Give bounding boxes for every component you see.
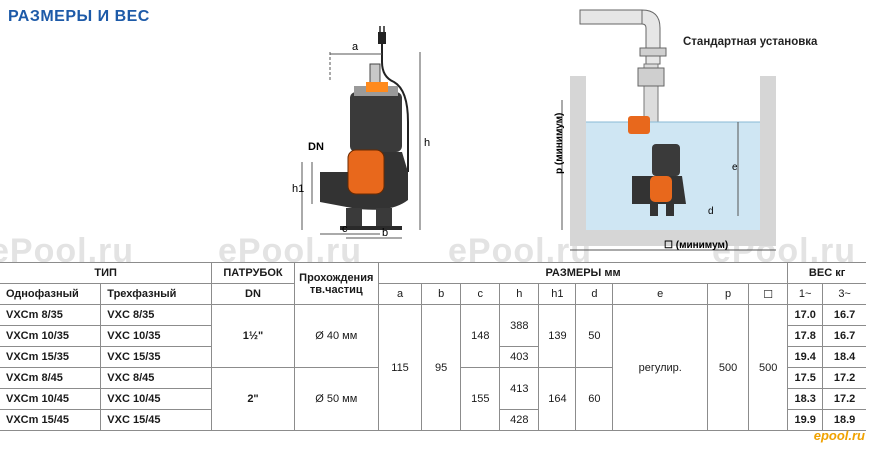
header-weight-3ph: 3~ xyxy=(822,283,866,305)
dim-a-label: a xyxy=(352,41,359,53)
header-weight-1ph: 1~ xyxy=(787,283,824,305)
dim-c-label: c xyxy=(342,223,348,235)
dim-square-label: ☐ (минимум) xyxy=(664,240,728,251)
header-outlet: ПАТРУБОК xyxy=(211,262,295,284)
row-dn: 2" xyxy=(211,367,295,431)
row-h1: 139 xyxy=(538,304,577,368)
row-h: 388 xyxy=(499,304,540,347)
row-weight-1ph: 19.4 xyxy=(787,346,824,368)
row-d: 50 xyxy=(575,304,614,368)
row-single-phase: VXCm 10/35 xyxy=(0,325,102,347)
row-h: 413 xyxy=(499,367,540,410)
spec-table: ТИП ПАТРУБОК Прохождения тв.частиц РАЗМЕ… xyxy=(0,262,866,431)
dim-b-label: b xyxy=(382,227,388,239)
row-weight-3ph: 18.9 xyxy=(822,409,866,431)
header-dimensions: РАЗМЕРЫ мм xyxy=(377,262,789,284)
row-single-phase: VXCm 8/35 xyxy=(0,304,102,326)
header-p: p xyxy=(707,283,750,305)
row-solids-passage: Ø 50 мм xyxy=(293,367,379,431)
header-h: h xyxy=(499,283,540,305)
row-c: 148 xyxy=(460,304,501,368)
row-h: 428 xyxy=(499,409,540,431)
header-e: e xyxy=(612,283,709,305)
header-square: ☐ xyxy=(748,283,789,305)
header-b: b xyxy=(421,283,462,305)
installation-label: Стандартная установка xyxy=(683,36,818,48)
row-single-phase: VXCm 8/45 xyxy=(0,367,102,389)
header-d: d xyxy=(575,283,614,305)
row-weight-1ph: 17.8 xyxy=(787,325,824,347)
row-single-phase: VXCm 15/45 xyxy=(0,409,102,431)
row-three-phase: VXC 8/35 xyxy=(100,304,213,326)
row-square: 500 xyxy=(748,304,789,431)
row-d: 60 xyxy=(575,367,614,431)
row-three-phase: VXC 8/45 xyxy=(100,367,213,389)
header-weight: ВЕС кг xyxy=(787,262,866,284)
row-weight-1ph: 19.9 xyxy=(787,409,824,431)
dim-dn-label: DN xyxy=(308,141,324,153)
row-single-phase: VXCm 10/45 xyxy=(0,388,102,410)
row-weight-3ph: 16.7 xyxy=(822,304,866,326)
row-weight-1ph: 18.3 xyxy=(787,388,824,410)
header-type: ТИП xyxy=(0,262,213,284)
header-dn: DN xyxy=(211,283,295,305)
row-weight-3ph: 17.2 xyxy=(822,388,866,410)
row-single-phase: VXCm 15/35 xyxy=(0,346,102,368)
row-weight-3ph: 18.4 xyxy=(822,346,866,368)
row-three-phase: VXC 15/35 xyxy=(100,346,213,368)
installation-drawing: p (минимум) e d ☐ (минимум) xyxy=(554,9,776,251)
row-c: 155 xyxy=(460,367,501,431)
row-three-phase: VXC 10/45 xyxy=(100,388,213,410)
dim-h1-label: h1 xyxy=(292,183,304,195)
header-a: a xyxy=(377,283,423,305)
header-single-phase: Однофазный xyxy=(0,283,102,305)
row-three-phase: VXC 10/35 xyxy=(100,325,213,347)
row-h: 403 xyxy=(499,346,540,368)
brand-logo: epool.ru xyxy=(813,428,865,443)
row-weight-1ph: 17.5 xyxy=(787,367,824,389)
dim-h-label: h xyxy=(424,137,430,149)
row-weight-1ph: 17.0 xyxy=(787,304,824,326)
header-c: c xyxy=(460,283,501,305)
row-three-phase: VXC 15/45 xyxy=(100,409,213,431)
row-weight-3ph: 16.7 xyxy=(822,325,866,347)
row-h1: 164 xyxy=(538,367,577,431)
dim-p-label: p (минимум) xyxy=(554,113,565,174)
row-p: 500 xyxy=(707,304,750,431)
dim-e-label: e xyxy=(732,162,738,173)
row-solids-passage: Ø 40 мм xyxy=(293,304,379,368)
row-e: регулир. xyxy=(612,304,709,431)
header-solids-passage: Прохождения тв.частиц xyxy=(293,262,379,305)
page-title: РАЗМЕРЫ И ВЕС xyxy=(8,8,150,25)
row-dn: 1½" xyxy=(211,304,295,368)
row-b: 95 xyxy=(421,304,462,431)
row-a: 115 xyxy=(377,304,423,431)
pump-dimension-drawing: a h h1 DN c b xyxy=(292,26,430,239)
row-weight-3ph: 17.2 xyxy=(822,367,866,389)
dim-d-label: d xyxy=(708,206,714,217)
header-three-phase: Трехфазный xyxy=(100,283,213,305)
header-h1: h1 xyxy=(538,283,577,305)
